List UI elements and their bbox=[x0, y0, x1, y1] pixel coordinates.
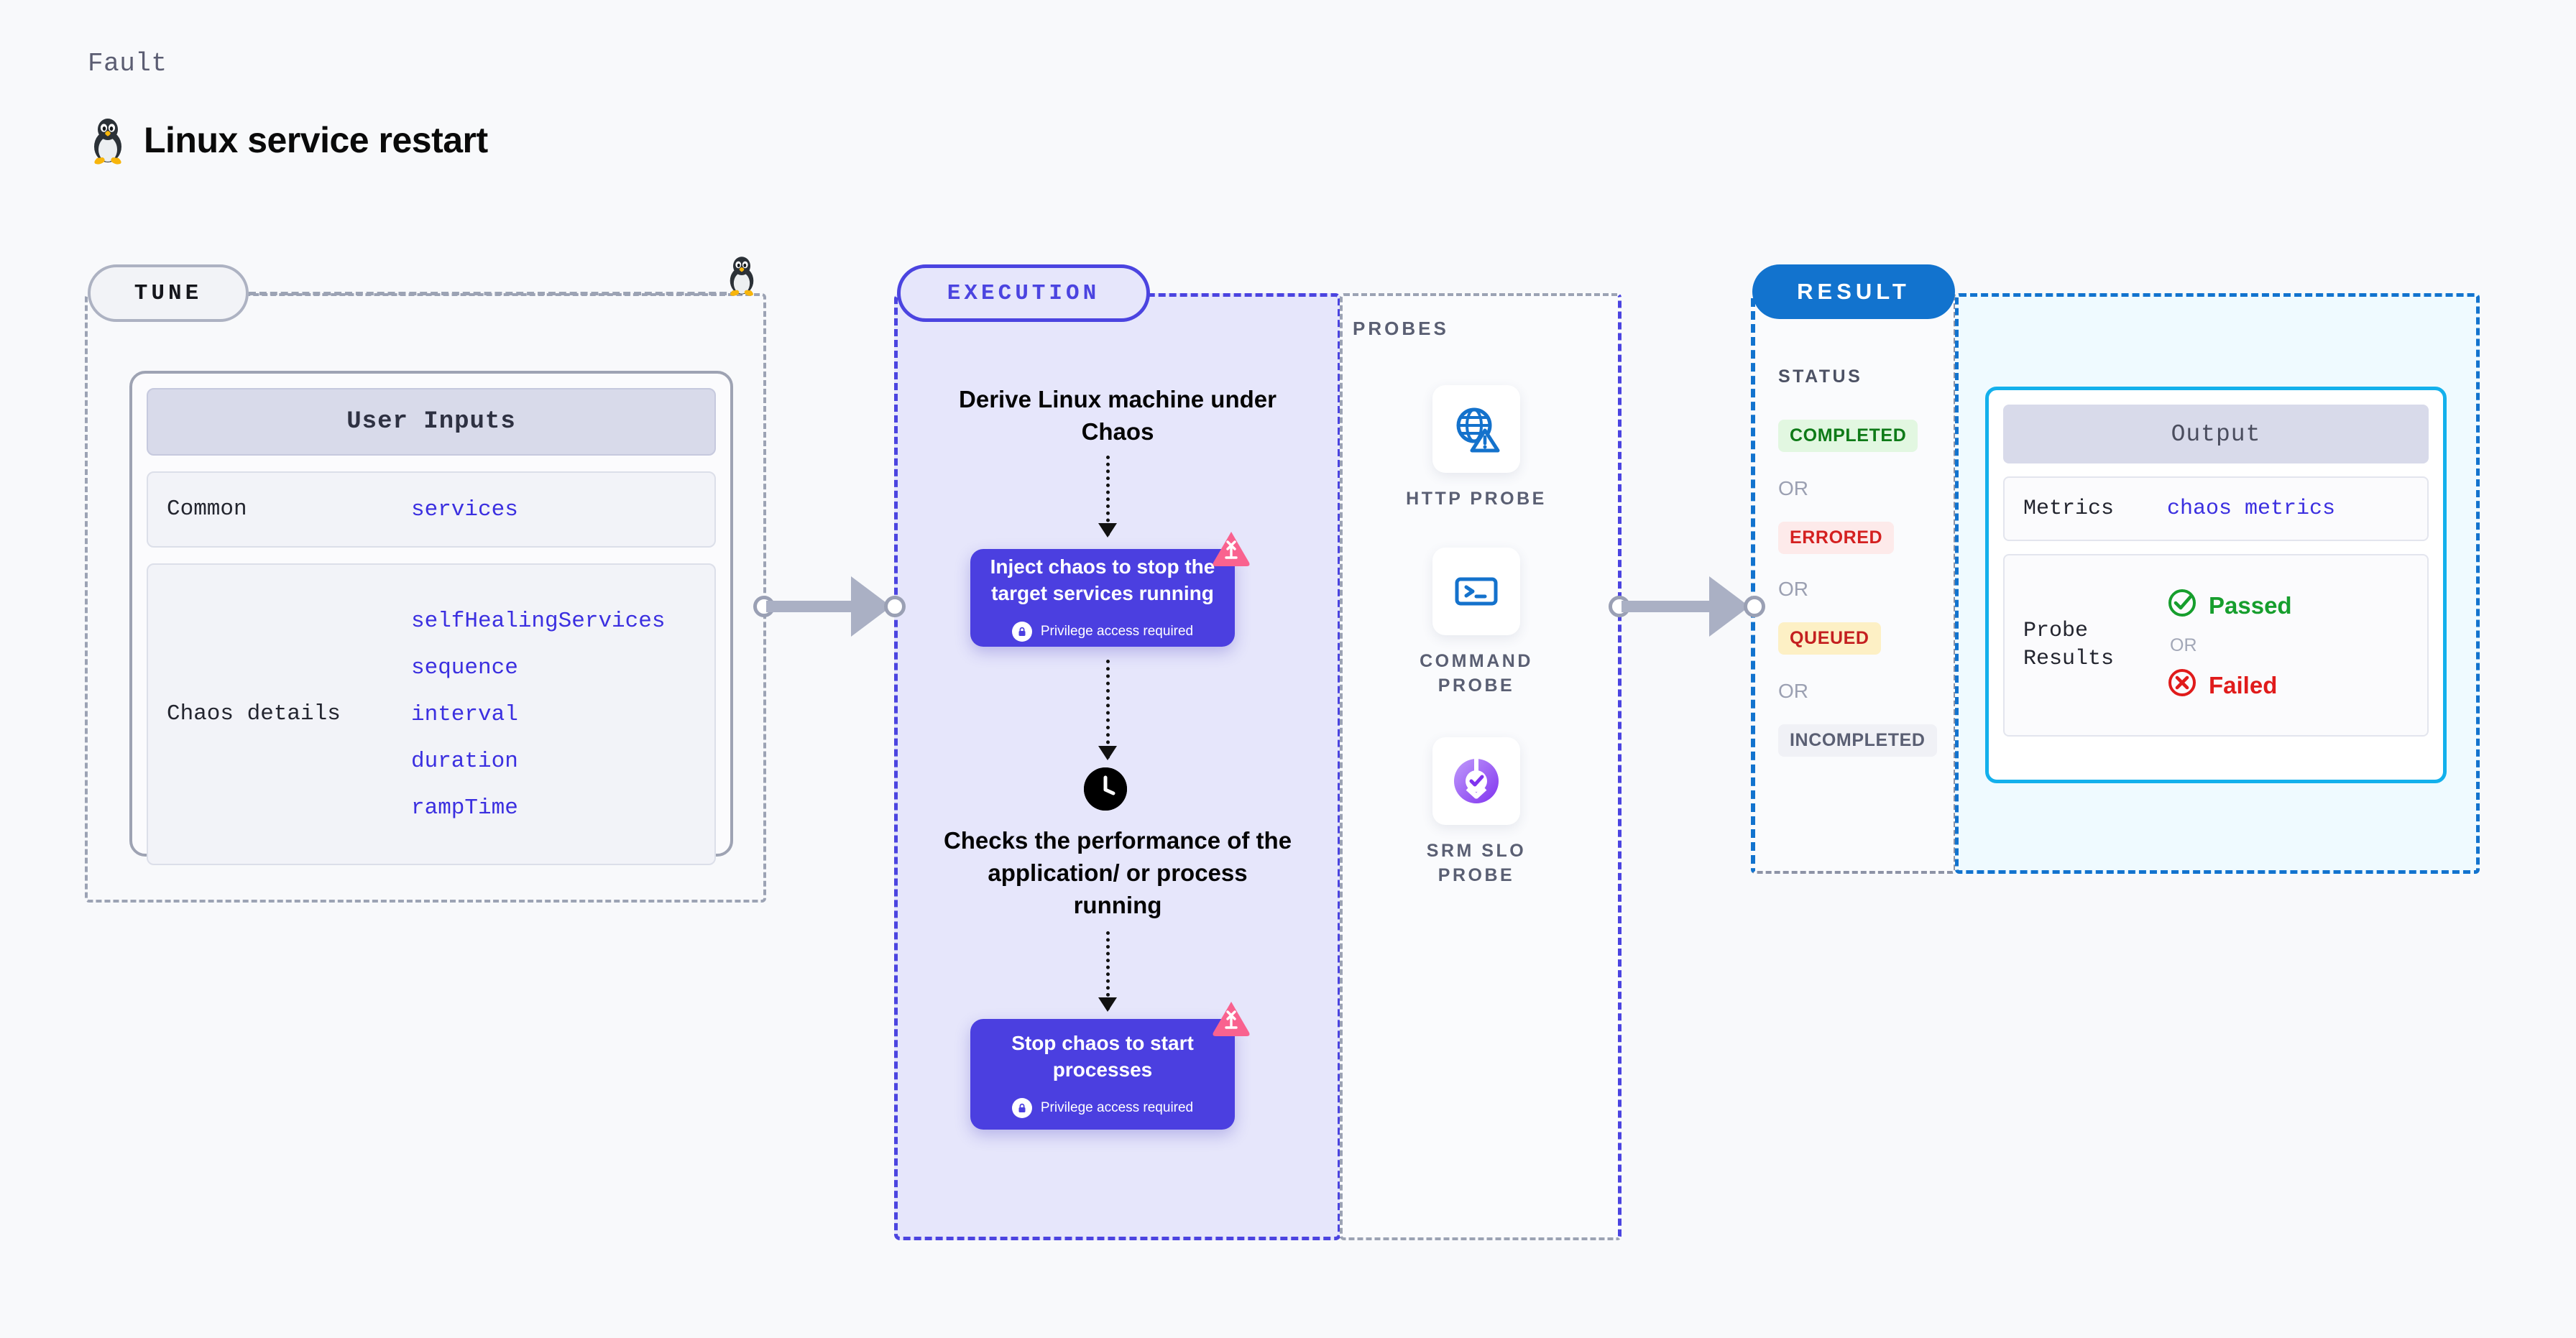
probe-item-http[interactable]: HTTP PROBE bbox=[1390, 385, 1563, 512]
connector-dot-right bbox=[1744, 596, 1765, 617]
input-ramp-time[interactable]: rampTime bbox=[411, 795, 518, 821]
execution-step-inject-chaos[interactable]: Inject chaos to stop the target services… bbox=[970, 532, 1250, 647]
result-panel bbox=[1751, 293, 1956, 874]
clock-icon bbox=[1084, 767, 1127, 811]
user-inputs-header: User Inputs bbox=[147, 388, 716, 456]
input-interval[interactable]: interval bbox=[411, 701, 518, 727]
result-section-pill[interactable]: RESULT bbox=[1752, 264, 1955, 319]
input-duration[interactable]: duration bbox=[411, 748, 518, 774]
user-inputs-row-common: Common services bbox=[147, 471, 716, 548]
status-badge-completed: COMPLETED bbox=[1778, 420, 1918, 452]
status-badge-incompleted: INCOMPLETED bbox=[1778, 724, 1937, 757]
probe-label-srm-slo: SRM SLO PROBE bbox=[1426, 841, 1527, 885]
probe-result-failed: Failed bbox=[2167, 668, 2292, 703]
probe-label-http: HTTP PROBE bbox=[1406, 489, 1547, 509]
status-title: STATUS bbox=[1778, 366, 1863, 387]
probe-item-srm-slo[interactable]: SRM SLO PROBE bbox=[1390, 737, 1563, 888]
output-row-metrics: Metrics chaos metrics bbox=[2003, 476, 2429, 541]
tune-section-pill[interactable]: TUNE bbox=[88, 264, 249, 322]
input-services[interactable]: services bbox=[411, 497, 518, 522]
output-row-probe-results: Probe Results Passed OR bbox=[2003, 554, 2429, 737]
connector-line bbox=[766, 601, 855, 612]
input-sequence[interactable]: sequence bbox=[411, 655, 518, 680]
probe-label-command: COMMAND PROBE bbox=[1420, 651, 1533, 696]
output-value-chaos-metrics[interactable]: chaos metrics bbox=[2167, 497, 2336, 521]
user-inputs-card: User Inputs Common services Chaos detail… bbox=[129, 371, 733, 865]
page-eyebrow-fault: Fault bbox=[88, 49, 167, 78]
globe-warning-icon bbox=[1432, 385, 1520, 473]
privilege-label: Privilege access required bbox=[1040, 623, 1194, 639]
execution-step-stop-chaos[interactable]: Stop chaos to start processes Privilege … bbox=[970, 1002, 1250, 1130]
privilege-label: Privilege access required bbox=[1040, 1099, 1194, 1115]
row-key-common: Common bbox=[167, 497, 247, 522]
lock-icon bbox=[1011, 1097, 1032, 1118]
privilege-note: Privilege access required bbox=[1011, 621, 1194, 642]
input-self-healing-services[interactable]: selfHealingServices bbox=[411, 608, 666, 634]
output-probe-result-values: Passed OR Failed bbox=[2167, 588, 2292, 703]
page-title: Linux service restart bbox=[144, 120, 488, 160]
output-key-metrics: Metrics bbox=[2023, 496, 2115, 521]
terminal-icon bbox=[1432, 548, 1520, 635]
probe-result-passed: Passed bbox=[2167, 588, 2292, 624]
connector-arrowhead bbox=[1709, 576, 1749, 637]
linux-penguin-icon bbox=[724, 253, 759, 297]
row-values-common: services bbox=[411, 497, 518, 522]
status-or-label: OR bbox=[1778, 477, 1808, 499]
probes-title: PROBES bbox=[1353, 318, 1449, 339]
execution-step-derive-machine: Derive Linux machine under Chaos bbox=[959, 386, 1276, 445]
linux-penguin-icon bbox=[88, 115, 128, 165]
chaos-box-title: Inject chaos to stop the target services… bbox=[990, 555, 1215, 604]
execution-section-pill[interactable]: EXECUTION bbox=[897, 264, 1150, 322]
output-key-probe-results: Probe Results bbox=[2023, 619, 2115, 671]
privilege-note: Privilege access required bbox=[1011, 1097, 1194, 1118]
user-inputs-row-chaos-details: Chaos details selfHealingServices sequen… bbox=[147, 563, 716, 865]
chaos-box-title: Stop chaos to start processes bbox=[1011, 1032, 1194, 1081]
x-circle-icon bbox=[2167, 668, 2197, 703]
connector-line bbox=[1622, 601, 1714, 612]
row-key-chaos-details: Chaos details bbox=[167, 701, 341, 727]
status-or-label: OR bbox=[1778, 578, 1808, 600]
slo-check-icon bbox=[1432, 737, 1520, 825]
litmus-chaos-badge-icon bbox=[1210, 999, 1252, 1044]
probe-result-failed-label: Failed bbox=[2209, 671, 2278, 698]
tune-dashed-connector bbox=[249, 292, 737, 295]
status-badge-queued: QUEUED bbox=[1778, 622, 1881, 655]
row-values-chaos-details: selfHealingServices sequence interval du… bbox=[411, 609, 665, 821]
execution-step-checks-performance: Checks the performance of the applicatio… bbox=[943, 827, 1292, 918]
output-card: Output Metrics chaos metrics Probe Resul… bbox=[1985, 387, 2447, 783]
status-badge-errored: ERRORED bbox=[1778, 522, 1895, 554]
output-header: Output bbox=[2003, 405, 2429, 463]
status-or-label: OR bbox=[1778, 680, 1808, 702]
litmus-chaos-badge-icon bbox=[1210, 529, 1252, 574]
connector-dot-right bbox=[884, 596, 906, 617]
lock-icon bbox=[1011, 621, 1032, 642]
probe-result-passed-label: Passed bbox=[2209, 591, 2292, 619]
probe-item-command[interactable]: COMMAND PROBE bbox=[1390, 548, 1563, 698]
check-circle-icon bbox=[2167, 588, 2197, 624]
page-title-row: Linux service restart bbox=[88, 115, 488, 165]
probe-result-or-label: OR bbox=[2170, 635, 2197, 655]
